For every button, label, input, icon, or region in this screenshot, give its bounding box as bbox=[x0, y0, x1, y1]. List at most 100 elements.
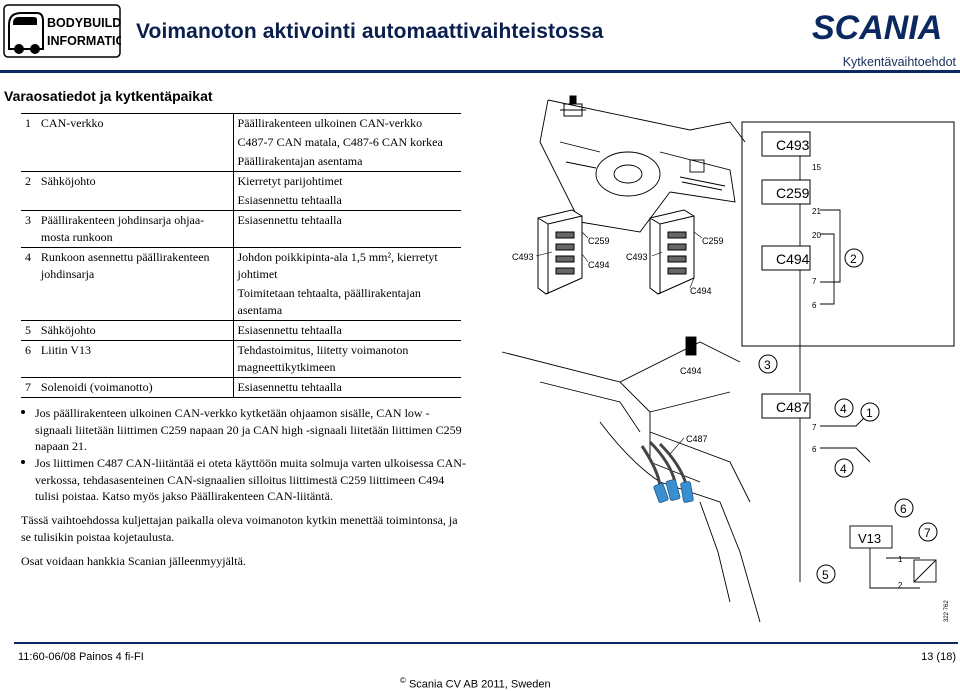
row-name: Sähköjohto bbox=[36, 171, 234, 191]
row-number: 6 bbox=[21, 340, 37, 378]
fastener-icon bbox=[560, 95, 586, 117]
c259-label-2: C259 bbox=[702, 236, 724, 246]
row-name: Sähköjohto bbox=[36, 320, 234, 341]
reference-code: 322 762 bbox=[944, 600, 950, 622]
footer-copyright: © Scania CV AB 2011, Sweden bbox=[400, 676, 551, 691]
row-description: Toimitetaan tehtaalta, päällirakentajan … bbox=[237, 286, 421, 317]
table-row: 4 Runkoon asennettu päällirakenteen johd… bbox=[21, 247, 461, 284]
footer-edition: 11:60-06/08 Painos 4 fi-FI bbox=[18, 651, 144, 663]
v13-pin-1: 1 bbox=[898, 555, 903, 564]
callout-5: 5 bbox=[822, 568, 829, 582]
chassis-sketch bbox=[501, 336, 741, 483]
pin-20: 20 bbox=[812, 231, 821, 240]
row-description: Esiasennettu tehtaalla bbox=[233, 210, 461, 248]
callout-circle-5 bbox=[816, 564, 836, 584]
c487-connector-label: C487 bbox=[776, 399, 810, 415]
dashboard-sketch bbox=[539, 99, 746, 233]
callout-circle-7 bbox=[918, 522, 938, 542]
row-number bbox=[21, 191, 37, 211]
bullet-item: Jos päällirakenteen ulkoinen CAN-verkko … bbox=[21, 405, 466, 455]
row-number: 1 bbox=[21, 113, 37, 133]
control-unit-bracket-1 bbox=[537, 209, 583, 295]
row-name: Runkoon asennettu päällirakenteen johdin… bbox=[36, 247, 234, 284]
table-row: 7 Solenoidi (voimanotto) Esiasennettu te… bbox=[21, 377, 461, 398]
c259-label: C259 bbox=[588, 236, 610, 246]
footer-page-number: 13 (18) bbox=[921, 651, 956, 663]
callout-2: 2 bbox=[850, 252, 857, 266]
c493-label: C493 bbox=[512, 252, 534, 262]
table-row: 6 Liitin V13 Tehdastoimitus, liitetty vo… bbox=[21, 340, 461, 378]
logo-line-1: BODYBUILDING bbox=[47, 16, 121, 30]
c494-label-2: C494 bbox=[690, 286, 712, 296]
pin-21: 21 bbox=[812, 207, 821, 216]
callout-4a: 4 bbox=[840, 402, 847, 416]
callout-4b: 4 bbox=[840, 462, 847, 476]
row-description: Tehdastoimitus, liitetty voimanoton magn… bbox=[233, 340, 461, 378]
row-name bbox=[36, 133, 234, 152]
row-description: Johdon poikkipinta-ala 1,5 mm², kierrety… bbox=[233, 247, 461, 284]
section-heading: Varaosatiedot ja kytkentäpaikat bbox=[4, 88, 213, 104]
document-title: Voimanoton aktivointi automaattivaihteis… bbox=[136, 20, 604, 43]
row-name: Päällirakenteen johdinsarja ohjaa-mosta … bbox=[36, 210, 234, 248]
row-number: 4 bbox=[21, 247, 37, 284]
table-row: 5 Sähköjohto Esiasennettu tehtaalla bbox=[21, 320, 461, 341]
row-number: 7 bbox=[21, 377, 37, 398]
bullet-dot bbox=[21, 410, 25, 414]
callout-circle-6 bbox=[894, 498, 914, 518]
parts-table: 1 CAN-verkko Päällirakenteen ulkoinen CA… bbox=[21, 113, 461, 398]
paragraph: Osat voidaan hankkia Scanian jälleenmyyj… bbox=[21, 554, 246, 568]
v13-wiring bbox=[799, 502, 937, 589]
callout-circle-3 bbox=[758, 354, 778, 374]
c494-label-3: C494 bbox=[680, 366, 702, 376]
paragraph: Tässä vaihtoehdossa kuljettajan paikalla… bbox=[21, 513, 458, 544]
frame-rail bbox=[599, 421, 761, 623]
footer-rule bbox=[14, 642, 958, 644]
connector-box bbox=[741, 121, 955, 347]
row-number bbox=[21, 152, 37, 172]
c487-connector-box bbox=[761, 393, 811, 419]
row-description: Esiasennettu tehtaalla bbox=[233, 377, 461, 398]
scania-logo: SCANIA bbox=[812, 9, 942, 46]
row-name bbox=[36, 152, 234, 172]
row-description: Päällirakenteen ulkoinen CAN-verkko bbox=[233, 113, 461, 133]
copyright-text: Scania CV AB 2011, Sweden bbox=[408, 678, 551, 691]
v13-connector-label: V13 bbox=[858, 531, 881, 546]
c493-connector-label: C493 bbox=[776, 137, 810, 153]
header-rule bbox=[0, 70, 960, 73]
c494-connector-label: C494 bbox=[776, 251, 810, 267]
table-row: Esiasennettu tehtaalla bbox=[21, 191, 461, 211]
c487-label: C487 bbox=[686, 434, 708, 444]
c494-label: C494 bbox=[588, 260, 610, 270]
table-row: 1 CAN-verkko Päällirakenteen ulkoinen CA… bbox=[21, 113, 461, 133]
row-description: Päällirakentajan asentama bbox=[237, 154, 363, 168]
row-number bbox=[21, 284, 37, 321]
callout-circle-4b bbox=[834, 458, 854, 478]
row-name: Liitin V13 bbox=[36, 340, 234, 378]
table-row: Toimitetaan tehtaalta, päällirakentajan … bbox=[21, 284, 461, 321]
row-name: Solenoidi (voimanotto) bbox=[36, 377, 234, 398]
control-unit-bracket-2 bbox=[649, 209, 695, 295]
cable-harness bbox=[640, 440, 688, 487]
row-number: 3 bbox=[21, 210, 37, 248]
bullet-text: Jos päällirakenteen ulkoinen CAN-verkko … bbox=[35, 406, 462, 453]
c493-label-2: C493 bbox=[626, 252, 648, 262]
row-description: Esiasennettu tehtaalla bbox=[237, 193, 342, 207]
blue-connectors bbox=[653, 479, 694, 503]
leader-lines-1 bbox=[535, 231, 589, 263]
row-name bbox=[36, 284, 234, 321]
copyright-symbol: © bbox=[400, 676, 406, 685]
callout-7: 7 bbox=[924, 526, 931, 540]
box-wires bbox=[799, 156, 841, 322]
leader-lines-2 bbox=[651, 231, 703, 289]
wiring-diagram: C493 C259 C494 C493 C259 C494 C494 bbox=[501, 95, 955, 623]
callout-1: 1 bbox=[866, 406, 873, 420]
table-row: C487-7 CAN matala, C487-6 CAN korkea bbox=[21, 133, 461, 152]
pin-6: 6 bbox=[812, 301, 817, 310]
document-section: Kytkentävaihtoehdot bbox=[842, 55, 956, 69]
callout-circle-2 bbox=[844, 248, 864, 268]
c487-wires bbox=[799, 411, 871, 502]
row-description: C487-7 CAN matala, C487-6 CAN korkea bbox=[237, 135, 443, 149]
table-row: 2 Sähköjohto Kierretyt parijohtimet bbox=[21, 171, 461, 191]
pin-7: 7 bbox=[812, 277, 817, 286]
callout-6: 6 bbox=[900, 502, 907, 516]
